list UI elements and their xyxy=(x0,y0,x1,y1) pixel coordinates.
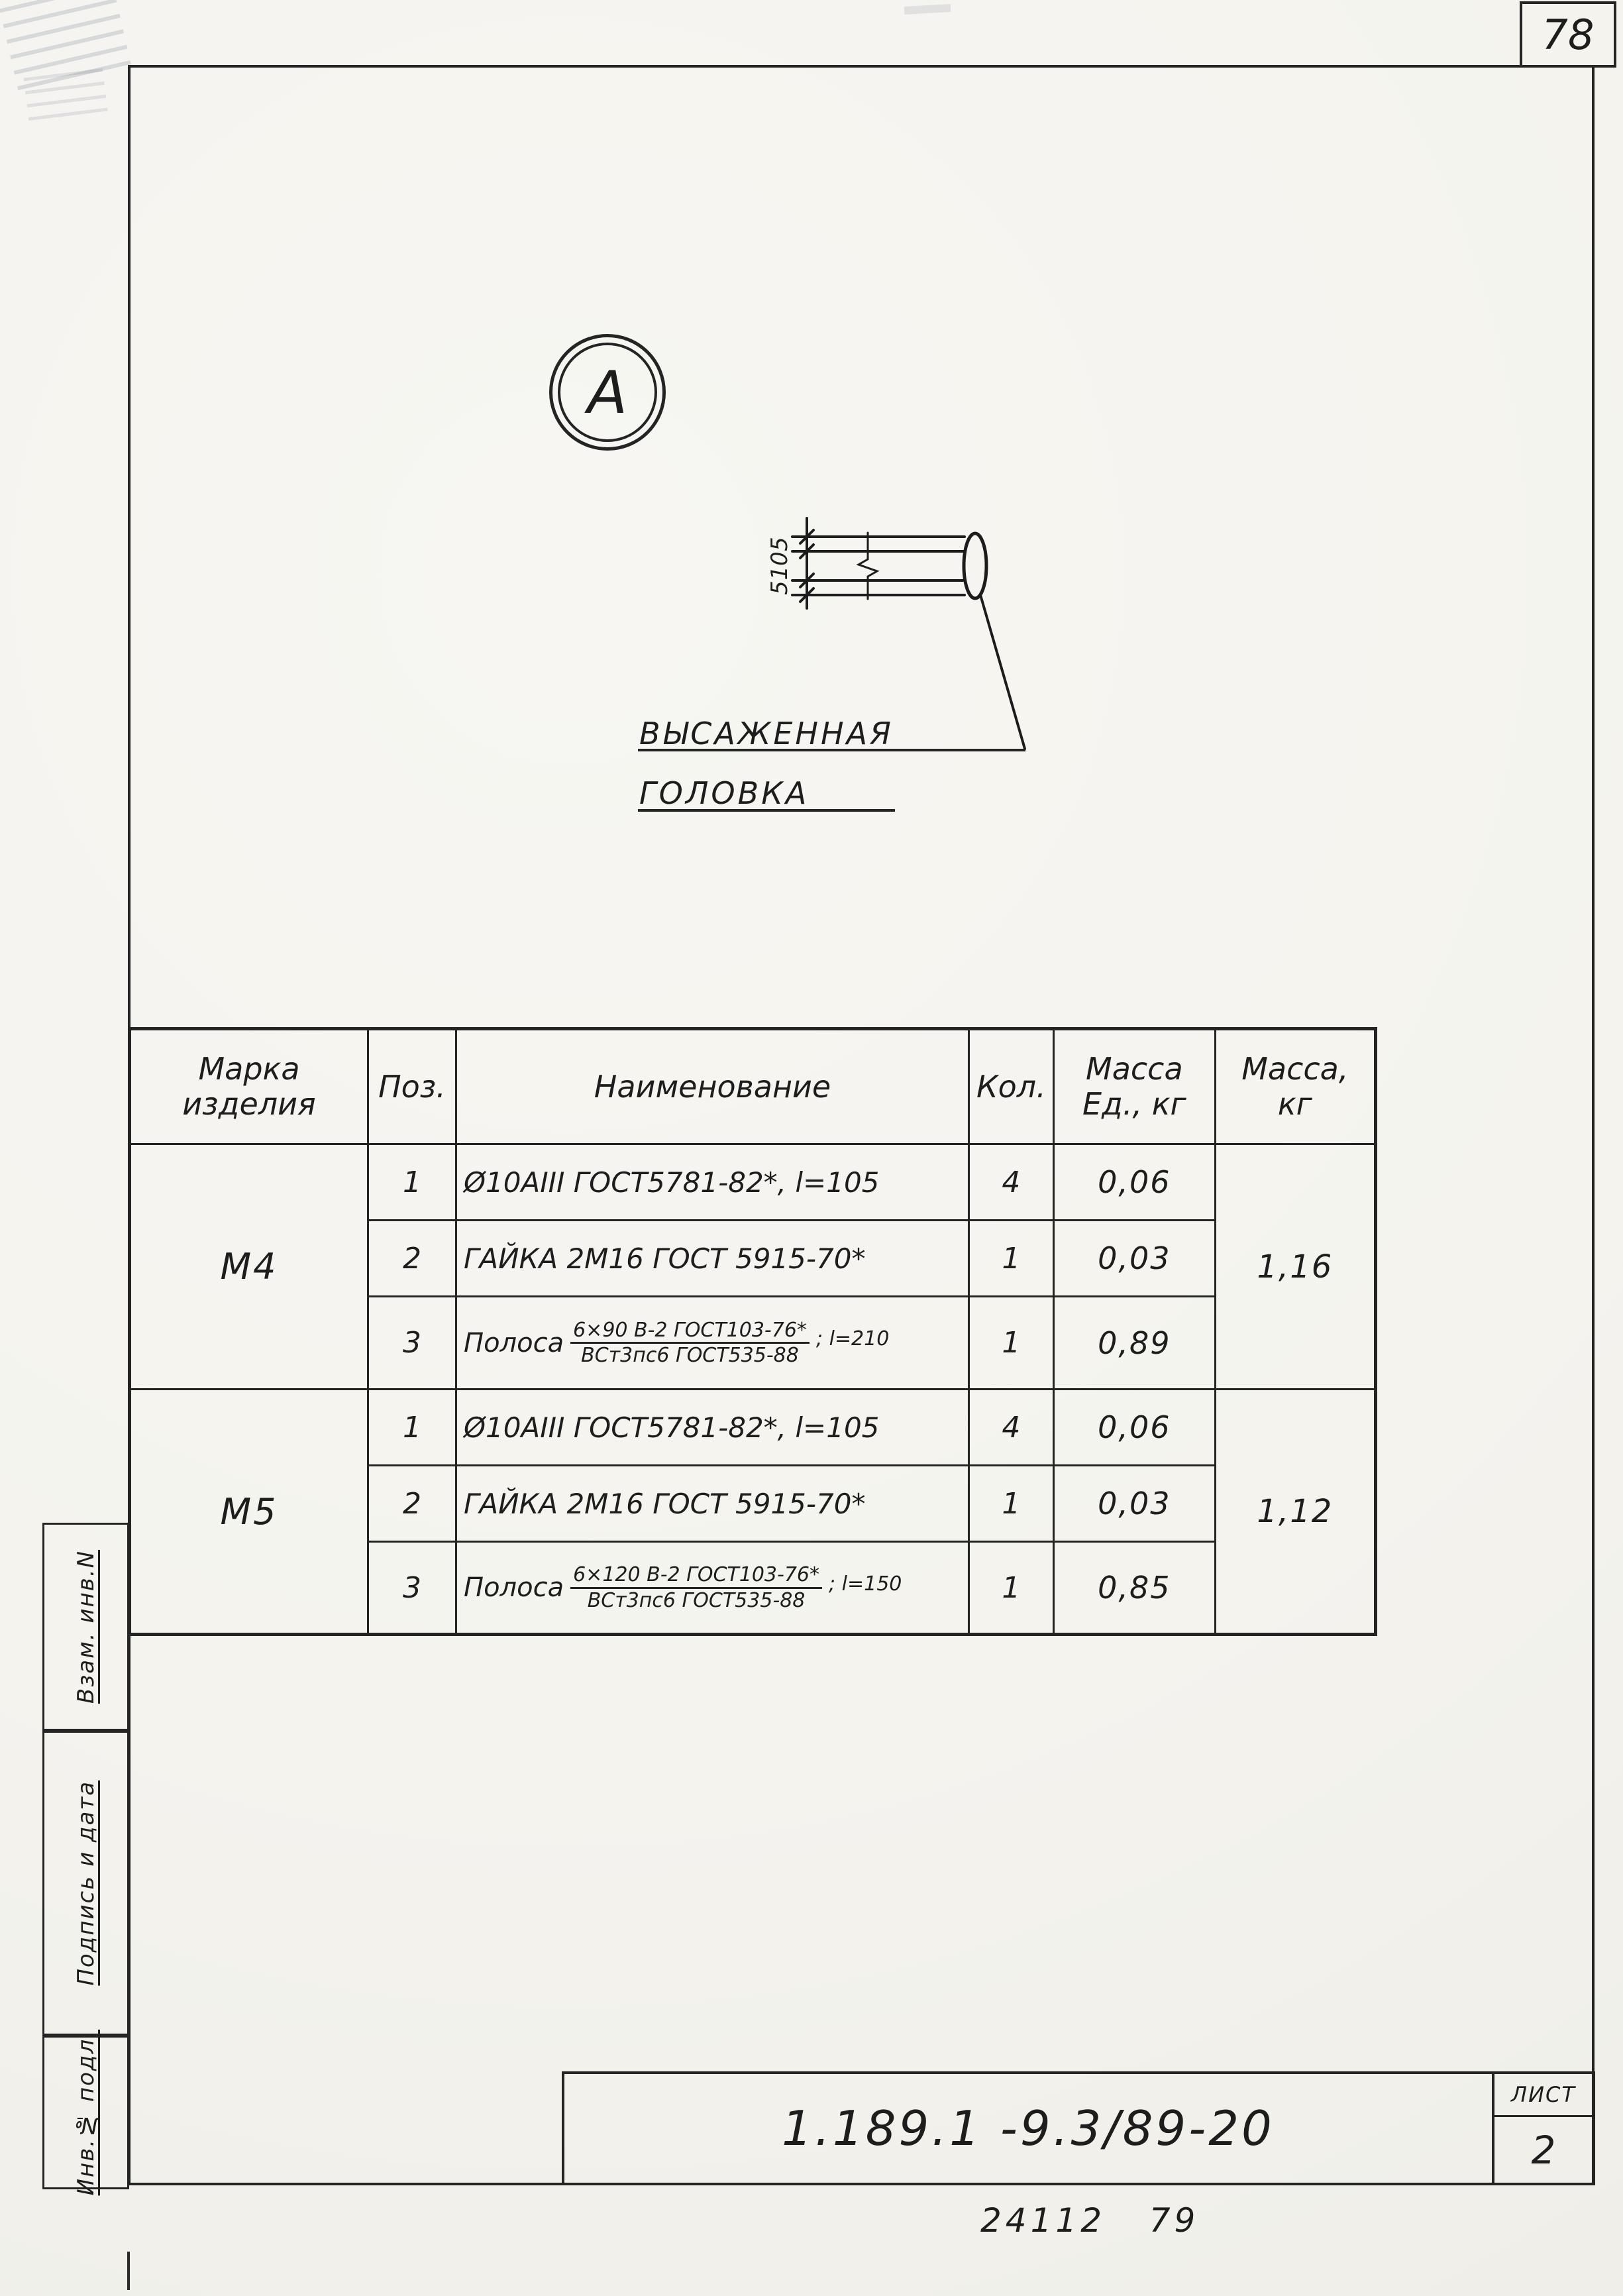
dimension-tick xyxy=(799,529,815,545)
page-number: 78 xyxy=(1542,10,1595,59)
scan-tick-mark xyxy=(127,2252,130,2290)
upset-head-ellipse xyxy=(962,531,988,600)
header-mark: Марка изделия xyxy=(129,1028,369,1145)
dimension-tick xyxy=(799,573,815,588)
break-symbol xyxy=(856,531,880,600)
name-cell: ГАЙКА 2М16 ГОСТ 5915-70* xyxy=(455,1464,970,1543)
table-header-row: Марка изделия Поз. Наименование Кол. Мас… xyxy=(129,1028,1377,1145)
header-unit-mass: Масса Ед., кг xyxy=(1052,1028,1216,1145)
pos-cell: 3 xyxy=(367,1295,457,1390)
sheet-box: ЛИСТ 2 xyxy=(1492,2074,1593,2183)
detail-marker-circle: А xyxy=(549,334,666,451)
table-row: М4 1 Ø10АIII ГОСТ5781-82*, l=105 4 0,06 … xyxy=(129,1143,1377,1390)
mark-cell: М4 xyxy=(129,1143,369,1390)
name-prefix: Полоса xyxy=(464,1327,564,1358)
callout-label-line2: ГОЛОВКА xyxy=(639,775,810,811)
page-number-box: 78 xyxy=(1520,1,1616,68)
qty-cell: 1 xyxy=(968,1464,1055,1543)
sidebar-cell-inv-podl: Инв.№ подл. xyxy=(42,2030,129,2195)
sheet-label: ЛИСТ xyxy=(1494,2074,1593,2117)
name-cell: Полоса 6×90 В-2 ГОСТ103-76* ВСт3пс6 ГОСТ… xyxy=(455,1295,970,1390)
dim-label-5-top: 5 xyxy=(766,537,793,551)
sidebar-cell-vzam-inv: Взам. инв.N xyxy=(42,1523,129,1731)
dim-label-10: 10 xyxy=(766,551,793,580)
dimension-tick xyxy=(799,543,815,559)
pos-cell: 2 xyxy=(367,1219,457,1297)
name-cell: Ø10АIII ГОСТ5781-82*, l=105 xyxy=(455,1143,970,1221)
sidebar-label: Инв.№ подл. xyxy=(72,2029,99,2196)
name-suffix: ; l=150 xyxy=(829,1572,902,1596)
unit-mass-cell: 0,03 xyxy=(1052,1219,1216,1297)
table-row: 2 ГАЙКА 2М16 ГОСТ 5915-70* 1 0,03 xyxy=(130,1219,1376,1297)
dim-label-5-bottom: 5 xyxy=(766,580,793,595)
qty-cell: 1 xyxy=(968,1295,1055,1390)
header-pos: Поз. xyxy=(367,1028,457,1145)
title-block: 1.189.1 -9.3/89-20 ЛИСТ 2 xyxy=(562,2071,1595,2185)
table-row: М5 1 Ø10АIII ГОСТ5781-82*, l=105 4 0,06 … xyxy=(129,1388,1377,1635)
upset-head-sketch: 5 10 5 xyxy=(766,517,1026,750)
unit-mass-cell: 0,06 xyxy=(1052,1143,1216,1221)
pos-cell: 3 xyxy=(367,1541,457,1635)
material-fraction: 6×120 В-2 ГОСТ103-76* ВСт3пс6 ГОСТ535-88 xyxy=(570,1564,823,1611)
qty-cell: 4 xyxy=(968,1388,1055,1466)
dimension-tick xyxy=(799,587,815,603)
parts-table-wrap: Марка изделия Поз. Наименование Кол. Мас… xyxy=(128,1027,1377,1636)
sidebar-label: Подпись и дата xyxy=(72,1780,99,1986)
unit-mass-cell: 0,85 xyxy=(1052,1541,1216,1635)
pos-cell: 2 xyxy=(367,1464,457,1543)
header-total-mass: Масса, кг xyxy=(1214,1028,1377,1145)
scan-speck xyxy=(904,4,951,15)
registration-code: 24112 79 xyxy=(980,2201,1200,2240)
qty-cell: 4 xyxy=(968,1143,1055,1221)
table-row: 3 Полоса 6×90 В-2 ГОСТ103-76* ВСт3пс6 ГО… xyxy=(130,1295,1376,1390)
callout-underline xyxy=(638,749,1025,751)
sheet-number: 2 xyxy=(1531,2127,1556,2173)
pos-cell: 1 xyxy=(367,1143,457,1221)
header-name: Наименование xyxy=(455,1028,970,1145)
unit-mass-cell: 0,06 xyxy=(1052,1388,1216,1466)
corner-stamp-mark xyxy=(23,68,109,131)
table-row: 3 Полоса 6×120 В-2 ГОСТ103-76* ВСт3пс6 Г… xyxy=(130,1541,1376,1635)
parts-table: Марка изделия Поз. Наименование Кол. Мас… xyxy=(128,1027,1377,1636)
header-qty: Кол. xyxy=(968,1028,1055,1145)
table-row: 2 ГАЙКА 2М16 ГОСТ 5915-70* 1 0,03 xyxy=(130,1464,1376,1543)
document-code: 1.189.1 -9.3/89-20 xyxy=(782,2101,1275,2156)
unit-mass-cell: 0,03 xyxy=(1052,1464,1216,1543)
callout-label-line1: ВЫСАЖЕННАЯ xyxy=(639,716,894,751)
pos-cell: 1 xyxy=(367,1388,457,1466)
sidebar-cell-podpis-data: Подпись и дата xyxy=(42,1731,129,2036)
mark-cell: М5 xyxy=(129,1388,369,1635)
unit-mass-cell: 0,89 xyxy=(1052,1295,1216,1390)
name-cell: Ø10АIII ГОСТ5781-82*, l=105 xyxy=(455,1388,970,1466)
name-prefix: Полоса xyxy=(464,1572,564,1603)
name-cell: ГАЙКА 2М16 ГОСТ 5915-70* xyxy=(455,1219,970,1297)
name-suffix: ; l=210 xyxy=(815,1327,890,1350)
leader-line xyxy=(979,594,1026,750)
total-mass-cell: 1,12 xyxy=(1214,1388,1377,1635)
detail-marker-letter: А xyxy=(558,343,657,442)
callout-underline xyxy=(638,809,895,812)
sidebar-label: Взам. инв.N xyxy=(72,1549,99,1704)
qty-cell: 1 xyxy=(968,1219,1055,1297)
qty-cell: 1 xyxy=(968,1541,1055,1635)
material-fraction: 6×90 В-2 ГОСТ103-76* ВСт3пс6 ГОСТ535-88 xyxy=(570,1319,810,1366)
total-mass-cell: 1,16 xyxy=(1214,1143,1377,1390)
name-cell: Полоса 6×120 В-2 ГОСТ103-76* ВСт3пс6 ГОС… xyxy=(455,1541,970,1635)
